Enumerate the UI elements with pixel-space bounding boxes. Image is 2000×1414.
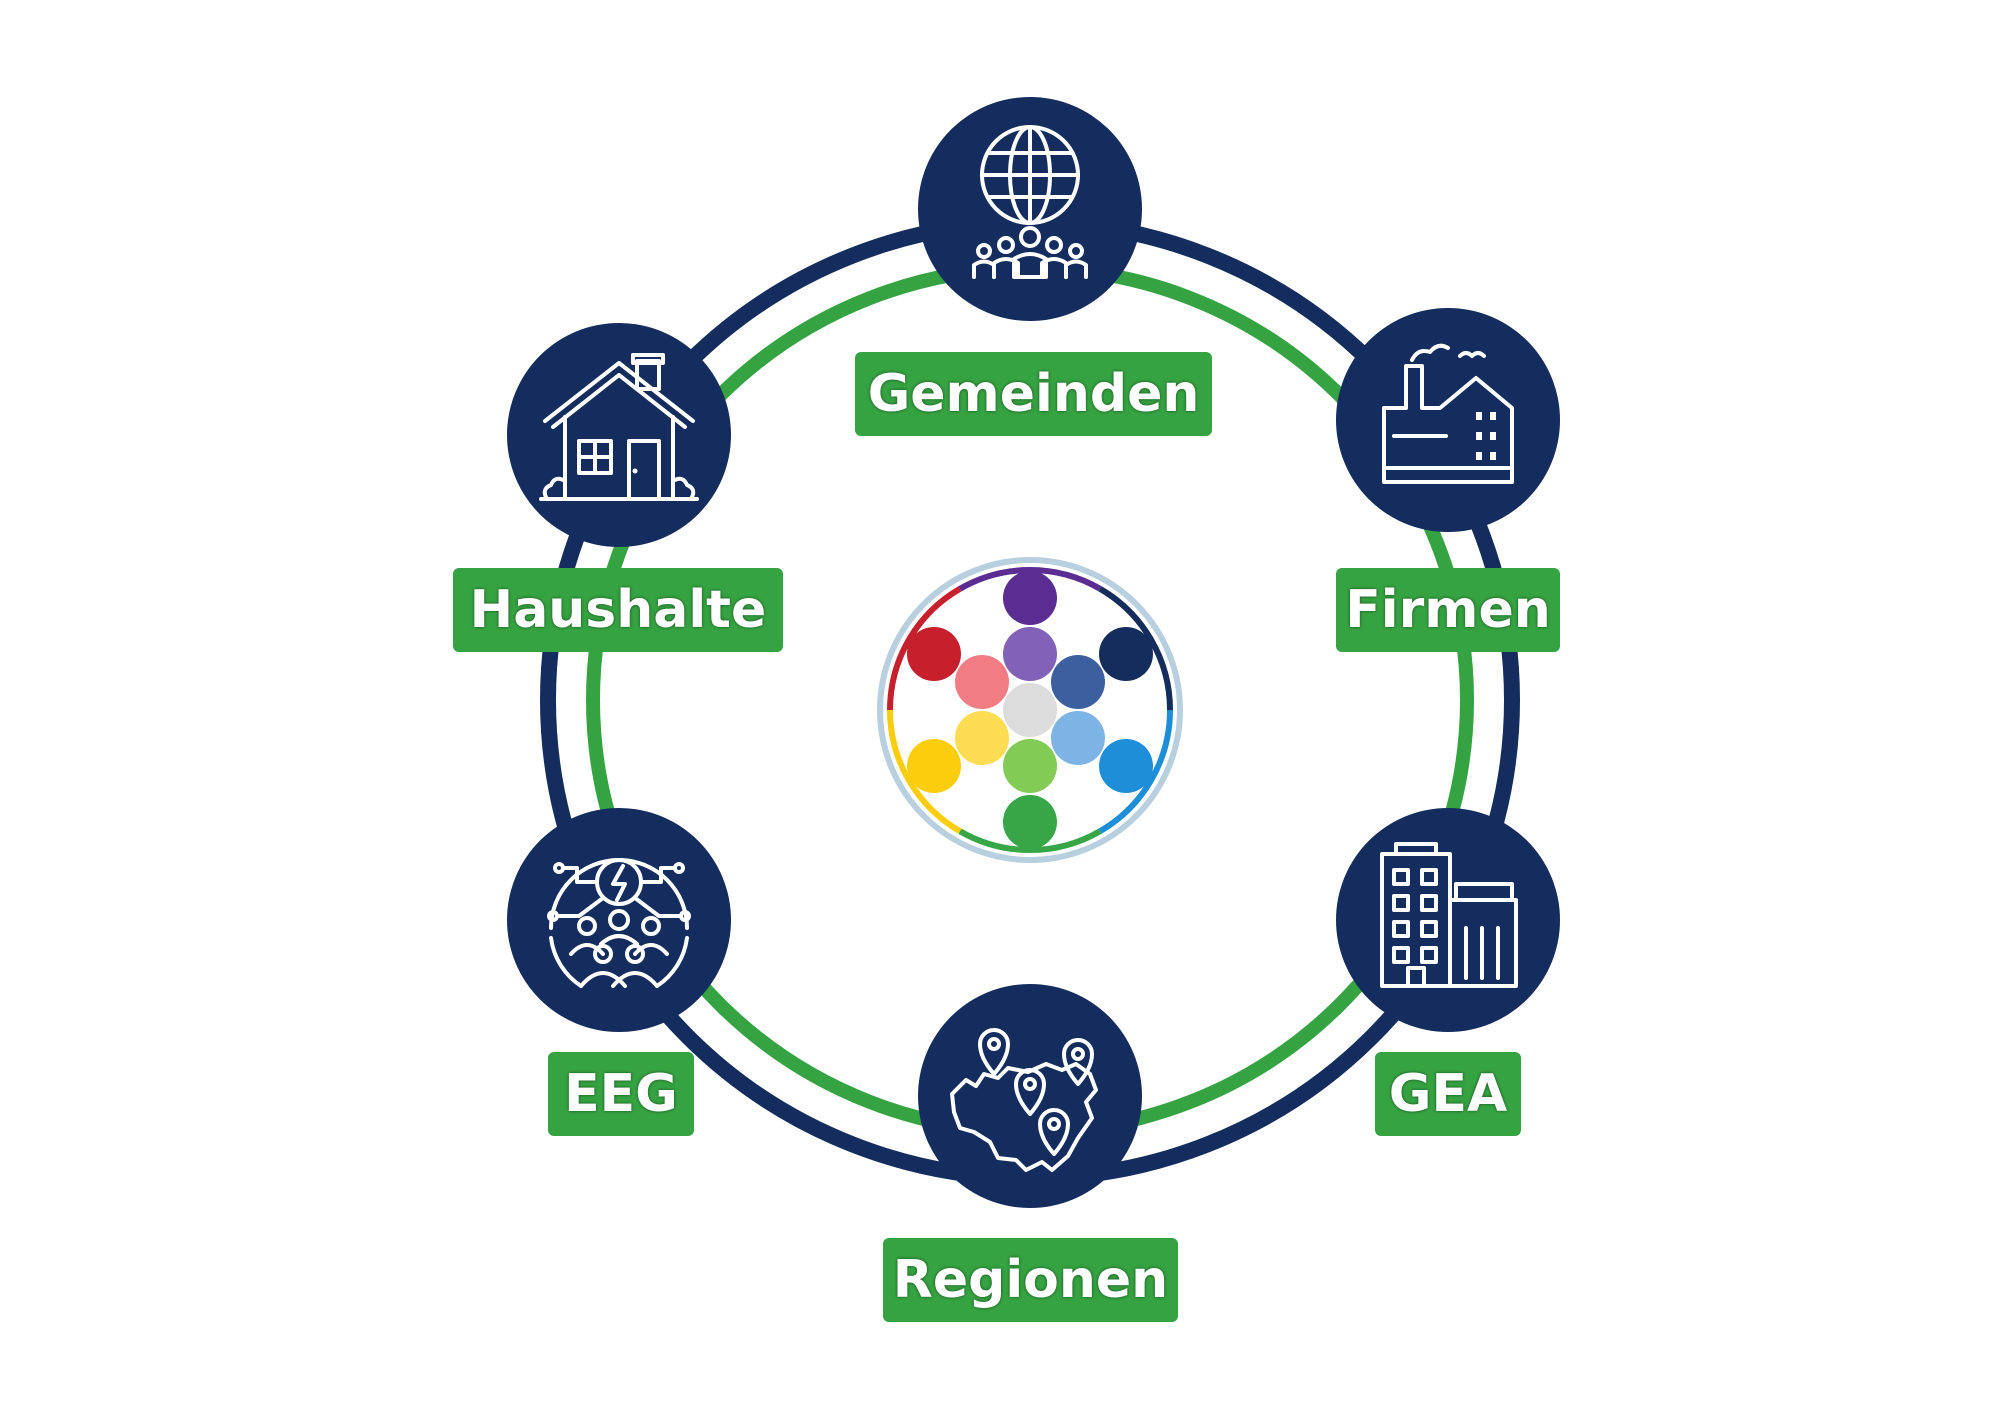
- logo-ring-segment: [887, 586, 962, 711]
- factory-icon: [1382, 343, 1514, 484]
- logo-color-ring: [887, 567, 1173, 853]
- logo-dot: [1099, 739, 1153, 793]
- gemeinden-label: Gemeinden: [855, 352, 1212, 436]
- logo-dot: [1003, 571, 1057, 625]
- logo-ring-segment: [958, 828, 1102, 853]
- haushalte-label: Haushalte: [453, 568, 783, 652]
- regionen-node: [918, 984, 1142, 1208]
- firmen-label: Firmen: [1336, 568, 1560, 652]
- regionen-label: Regionen: [883, 1238, 1178, 1322]
- logo-dot: [1003, 795, 1057, 849]
- firmen-node: [1336, 308, 1560, 532]
- logo-dot: [955, 711, 1009, 765]
- logo-dot: [955, 655, 1009, 709]
- house-icon: [539, 353, 699, 501]
- center-logo: [877, 557, 1183, 863]
- logo-ring-segment: [958, 567, 1102, 592]
- energy-community-icon: [547, 858, 691, 988]
- eeg-node: [507, 808, 731, 1032]
- eeg-label: EEG: [548, 1052, 694, 1136]
- logo-dot: [1003, 739, 1057, 793]
- logo-dot: [1003, 627, 1057, 681]
- haushalte-node: [507, 323, 731, 547]
- globe-people-icon: [972, 125, 1088, 279]
- gea-node: [1336, 808, 1560, 1032]
- logo-dot: [1003, 683, 1057, 737]
- logo-ring-segment: [1098, 709, 1173, 834]
- logo-dot: [1051, 655, 1105, 709]
- logo-dot: [1051, 711, 1105, 765]
- gemeinden-node: [918, 97, 1142, 321]
- gea-label: GEA: [1375, 1052, 1521, 1136]
- office-building-icon: [1380, 842, 1518, 988]
- logo-ring-segment: [1098, 586, 1173, 711]
- logo-dot: [907, 739, 961, 793]
- logo-dot: [907, 627, 961, 681]
- logo-dots: [907, 571, 1153, 849]
- logo-ring-segment: [887, 709, 962, 834]
- logo-dot: [1099, 627, 1153, 681]
- map-pins-icon: [950, 1028, 1098, 1172]
